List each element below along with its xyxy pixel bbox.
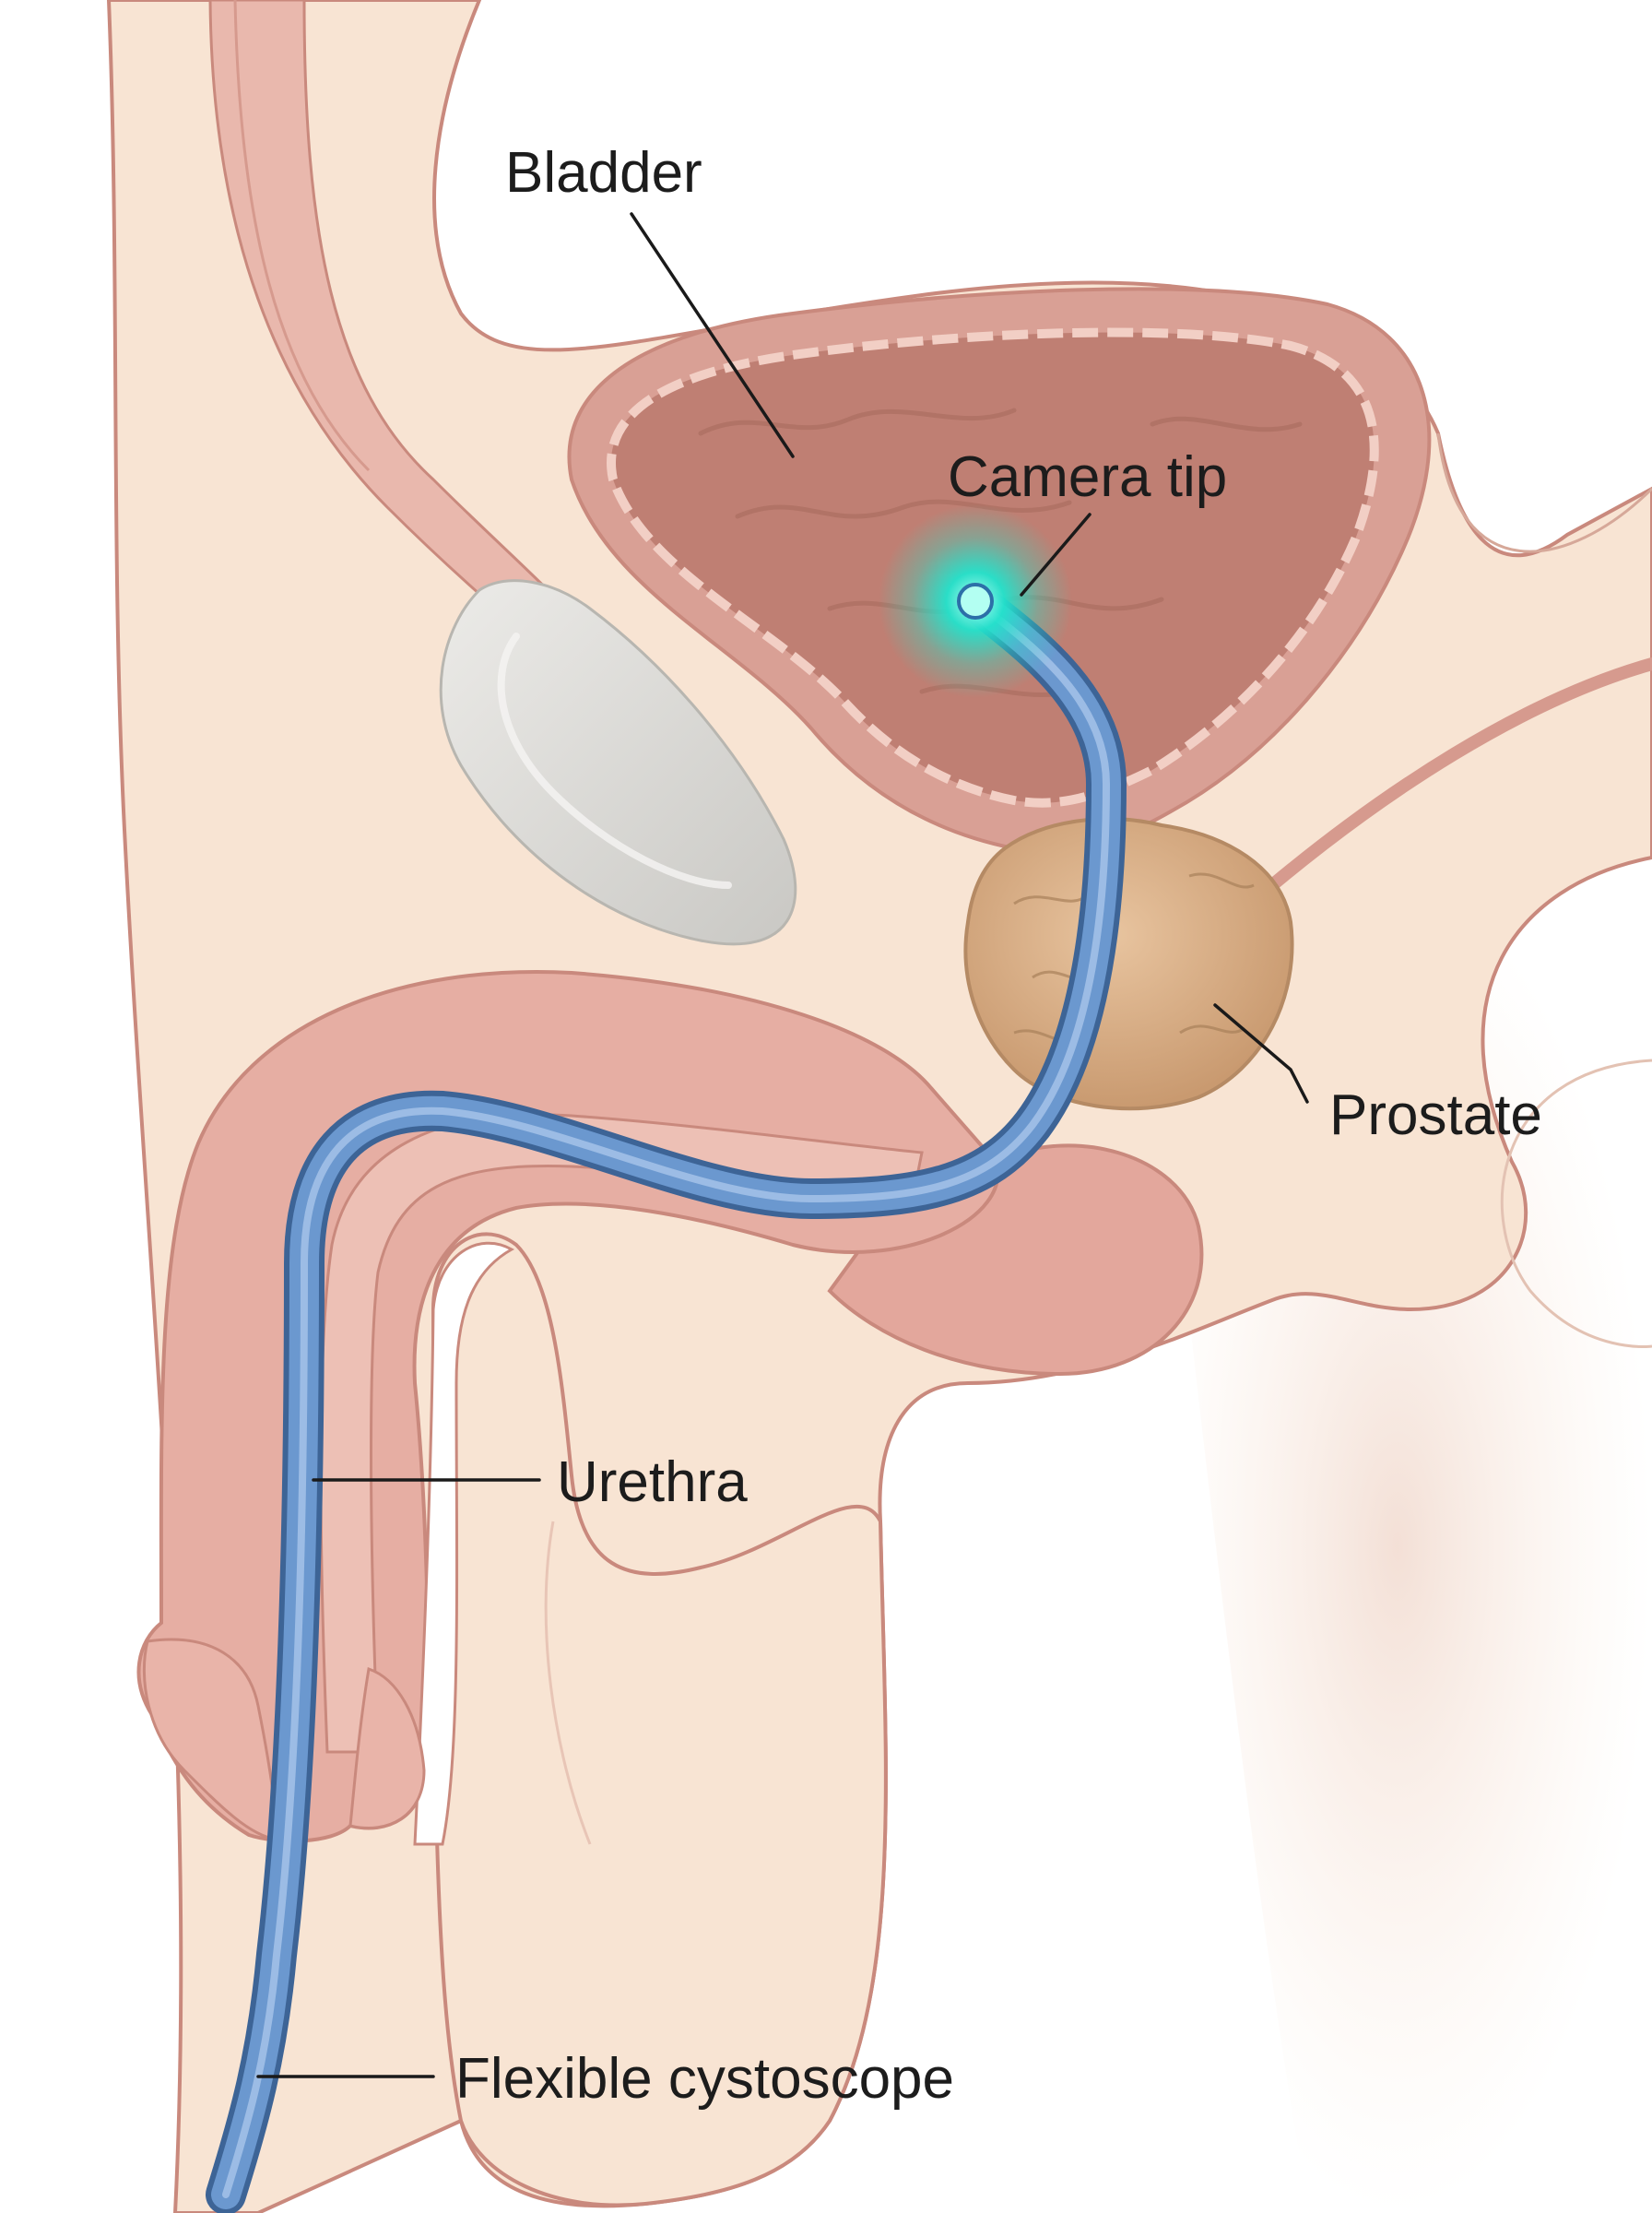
bladder-leader [630,212,795,458]
cystoscope-highlight [222,600,1110,2198]
pubic-bone-highlight [497,633,732,889]
cystoscope-label: Flexible cystoscope [455,2047,954,2111]
glans-right [348,1667,426,1829]
penoscrotal-gap [413,1241,515,1846]
prostate-leader [1213,1003,1309,1104]
buttock-line [1500,1059,1652,1348]
pubic-bone [439,579,797,946]
bladder-label: Bladder [505,141,702,205]
urethra-label: Urethra [557,1450,748,1514]
prostate-label: Prostate [1329,1083,1542,1147]
prostate-texture [1013,872,1255,1043]
torso-edge-line [1436,432,1652,553]
scrotum-crease [544,1521,592,1845]
scrotum [431,1232,888,2207]
abdominal-wall-inner [233,0,371,472]
camera-tip-leader [1020,513,1092,597]
camera-tip-lens [957,583,994,620]
prostate-gland [963,817,1294,1111]
camera-tip-label: Camera tip [948,445,1227,509]
